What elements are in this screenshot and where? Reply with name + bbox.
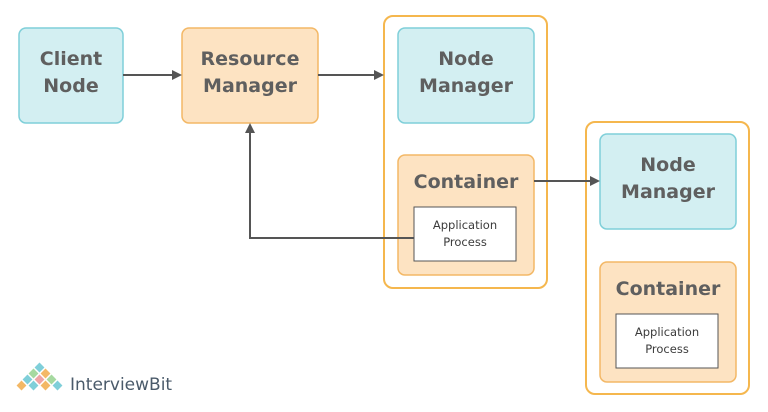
node-manager-1-label-2: Manager	[419, 75, 514, 97]
node-manager-2-label-1: Node	[640, 154, 695, 176]
client-node-label-2: Node	[43, 75, 98, 97]
resource-manager-label-1: Resource	[201, 48, 300, 70]
application-process-2-label-1: Application	[635, 325, 699, 339]
arrow-application-process-to-resource-manager	[245, 123, 414, 239]
application-process-1	[413, 206, 517, 262]
container-2: Container Application Process	[599, 261, 737, 383]
node-group-1	[383, 15, 548, 289]
node-manager-2-label-2: Manager	[621, 181, 716, 203]
resource-manager-label-2: Manager	[203, 75, 298, 97]
application-process-2-label-2: Process	[645, 342, 689, 356]
application-process-1-label-1: Application	[433, 218, 497, 232]
node-manager-1-label-1: Node	[438, 48, 493, 70]
logo-text: InterviewBit	[70, 375, 172, 395]
node-group-2	[585, 121, 750, 395]
resource-manager: Resource Manager	[181, 27, 319, 124]
client-node: Client Node	[18, 27, 124, 124]
application-process-2	[615, 313, 719, 369]
interviewbit-logo: InterviewBit	[16, 362, 172, 395]
client-node-label-1: Client	[40, 48, 102, 70]
node-manager-1: Node Manager	[397, 27, 535, 124]
container-2-label: Container	[616, 278, 721, 300]
container-1-label: Container	[414, 171, 519, 193]
container-1: Container Application Process	[397, 154, 535, 276]
interviewbit-diamond-logo-icon	[16, 362, 63, 391]
node-manager-2: Node Manager	[599, 133, 737, 230]
application-process-1-label-2: Process	[443, 235, 487, 249]
